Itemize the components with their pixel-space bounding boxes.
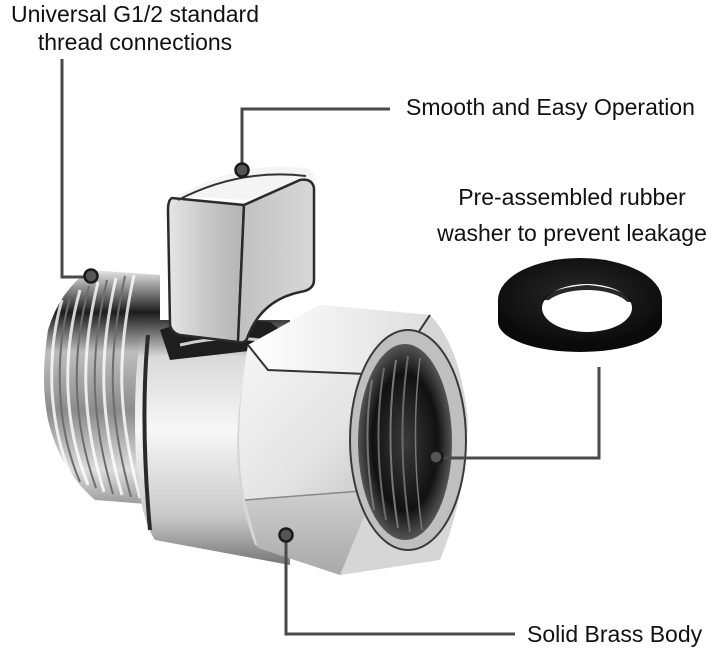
body-leader-line: [284, 536, 515, 636]
rubber-washer: [498, 258, 662, 352]
square-handle: [166, 166, 316, 344]
washer-marker-dot: [428, 449, 444, 465]
operation-marker-dot: [234, 162, 250, 178]
solid-brass-body-label: Solid Brass Body: [527, 621, 703, 647]
smooth-operation-label: Smooth and Easy Operation: [406, 94, 695, 120]
thread-label-line2: thread connections: [37, 29, 233, 55]
washer-leader-line: [436, 367, 601, 460]
thread-connections-label: Universal G1/2 standard thread connectio…: [0, 0, 270, 56]
washer-label-line1: Pre-assembled rubber: [458, 184, 686, 210]
hex-nut: [237, 305, 468, 575]
operation-leader-line: [240, 107, 390, 170]
washer-label-line2: washer to prevent leakage: [437, 220, 707, 246]
rubber-washer-label: Pre-assembled rubber washer to prevent l…: [424, 183, 720, 247]
thread-marker-dot: [83, 268, 99, 284]
thread-leader-line: [60, 59, 90, 279]
thread-label-line1: Universal G1/2 standard: [10, 1, 259, 27]
body-marker-dot: [278, 527, 294, 543]
male-thread-end: [44, 270, 160, 505]
